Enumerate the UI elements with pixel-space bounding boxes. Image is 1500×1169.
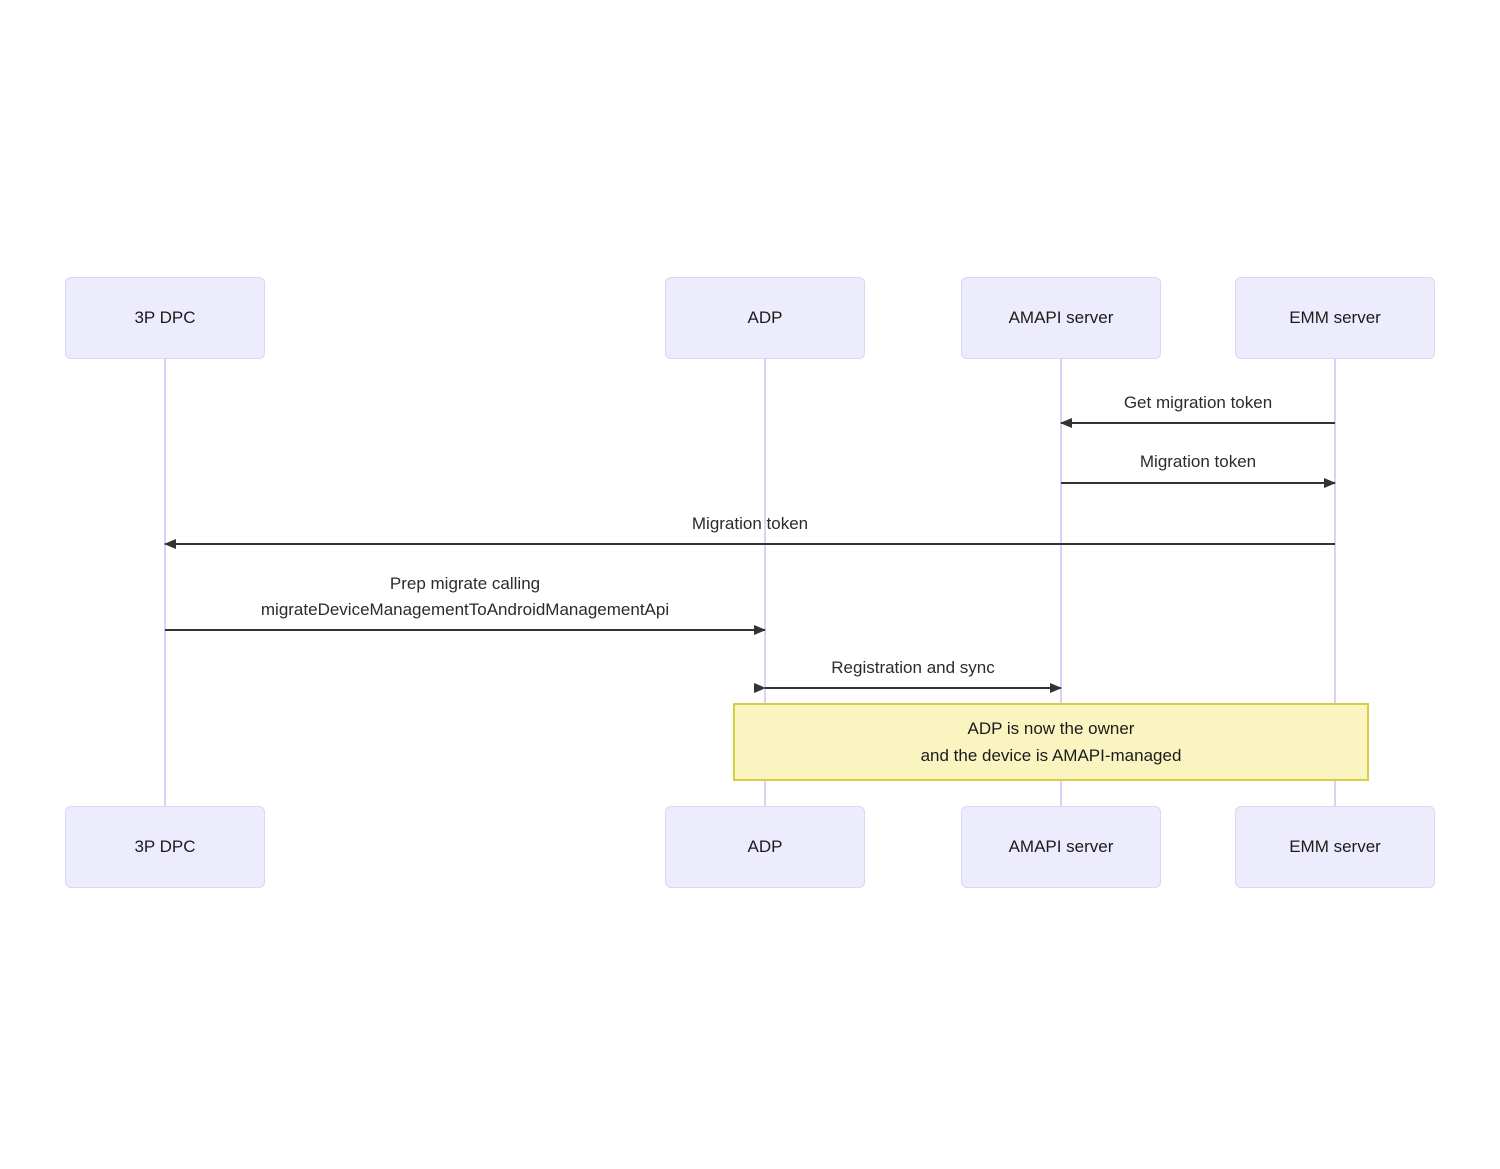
participant-adp-bottom[interactable]: ADP [665, 806, 865, 888]
participant-emm-top[interactable]: EMM server [1235, 277, 1435, 359]
message-label-line: Prep migrate calling [389, 574, 541, 593]
message-arrow-group [164, 418, 1336, 693]
participant-amapi-top[interactable]: AMAPI server [961, 277, 1161, 359]
message-label-m3: Migration token [691, 514, 809, 533]
participant-emm-bottom[interactable]: EMM server [1235, 806, 1435, 888]
participant-label: AMAPI server [1008, 836, 1114, 856]
note-line: ADP is now the owner [967, 719, 1135, 738]
message-label-line: migrateDeviceManagementToAndroidManageme… [260, 600, 670, 619]
participant-adp-top[interactable]: ADP [665, 277, 865, 359]
participant-label: ADP [747, 836, 783, 856]
participant-label: EMM server [1289, 836, 1381, 856]
participant-label: AMAPI server [1008, 307, 1114, 327]
message-label-m4: Prep migrate calling migrateDeviceManagem… [261, 571, 669, 623]
message-label-m5: Registration and sync [831, 658, 995, 677]
note-line: and the device is AMAPI-managed [920, 746, 1182, 765]
participant-label: 3P DPC [134, 836, 196, 856]
participant-dpc-bottom[interactable]: 3P DPC [65, 806, 265, 888]
message-label-m1: Get migration token [1123, 393, 1273, 412]
note-n1: ADP is now the owner and the device is AM… [733, 703, 1369, 781]
participant-amapi-bottom[interactable]: AMAPI server [961, 806, 1161, 888]
participant-dpc-top[interactable]: 3P DPC [65, 277, 265, 359]
participant-label: EMM server [1289, 307, 1381, 327]
message-label-m2: Migration token [1139, 452, 1257, 471]
participant-label: ADP [747, 307, 783, 327]
participant-label: 3P DPC [134, 307, 196, 327]
